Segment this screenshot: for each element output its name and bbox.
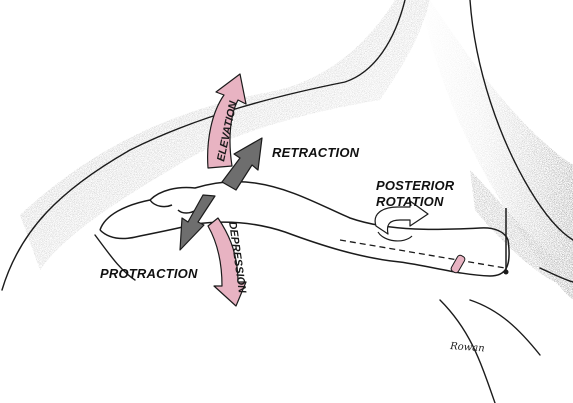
protraction-arrow-icon bbox=[179, 194, 216, 251]
posterior-rotation-label-line1: POSTERIOR bbox=[376, 178, 455, 193]
posterior-rotation-arrow-icon bbox=[374, 200, 429, 242]
shoulder-contour bbox=[1, 0, 406, 291]
posterior-rotation-label-line2: ROTATION bbox=[376, 194, 444, 209]
protraction-label: PROTRACTION bbox=[100, 266, 198, 281]
neck-contour bbox=[469, 0, 573, 241]
rotation-axis-line bbox=[339, 239, 506, 269]
retraction-arrow-icon bbox=[221, 137, 263, 191]
artist-signature: Rowan bbox=[449, 341, 485, 354]
sternum-contour bbox=[439, 299, 496, 403]
depression-arrow-icon: DEPRESSION bbox=[207, 217, 248, 307]
axis-marker bbox=[450, 254, 466, 274]
chest-contour bbox=[94, 234, 136, 281]
retraction-label: RETRACTION bbox=[272, 145, 360, 160]
clavicle-bone bbox=[99, 180, 510, 277]
sternal-pin-tip bbox=[503, 269, 509, 275]
